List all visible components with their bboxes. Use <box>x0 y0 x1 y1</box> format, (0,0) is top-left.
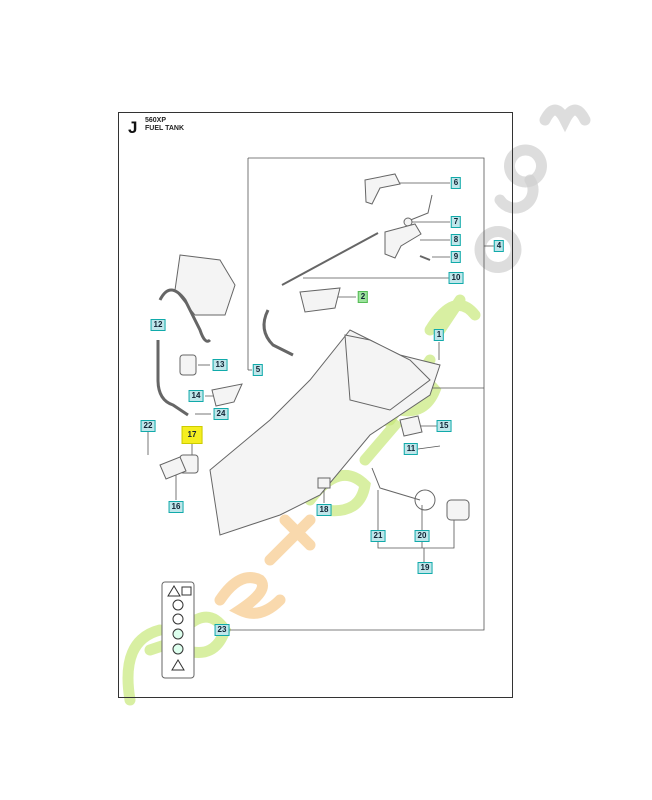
fuel-filter <box>179 354 197 376</box>
callout-part-17[interactable]: 17 <box>181 426 203 444</box>
helmet-icon <box>172 599 184 611</box>
spring-damper <box>159 456 187 480</box>
spring-damper-2 <box>399 415 423 437</box>
callout-part-15[interactable]: 15 <box>436 420 452 432</box>
fuel-pickup <box>371 467 421 501</box>
callout-part-10[interactable]: 10 <box>448 272 464 284</box>
callout-part-18[interactable]: 18 <box>316 504 332 516</box>
no-kickback-icon <box>172 643 184 655</box>
fuel-line <box>156 340 189 417</box>
no-one-hand-icon <box>172 628 184 640</box>
carburetor <box>174 254 236 316</box>
callout-part-7[interactable]: 7 <box>450 216 462 228</box>
bracket-line <box>226 157 485 631</box>
callout-part-21[interactable]: 21 <box>370 530 386 542</box>
impulse-hose <box>158 288 212 343</box>
kickback-warning-icon <box>171 659 185 671</box>
bushing <box>317 477 331 489</box>
callout-part-22[interactable]: 22 <box>140 420 156 432</box>
callout-part-12[interactable]: 12 <box>150 319 166 331</box>
callout-part-19[interactable]: 19 <box>417 562 433 574</box>
throttle-rod <box>407 194 433 222</box>
model-name: 560XP <box>145 117 167 124</box>
diagram-title: 560XP FUEL TANK <box>145 117 184 133</box>
two-hands-icon <box>172 613 184 625</box>
callout-part-13[interactable]: 13 <box>212 359 228 371</box>
warning-label-icons <box>167 585 192 671</box>
callout-part-14[interactable]: 14 <box>188 390 204 402</box>
part-outlines <box>156 173 470 679</box>
heat-shield <box>211 383 243 407</box>
callout-part-2[interactable]: 2 <box>357 291 369 303</box>
diagram-frame <box>118 112 513 698</box>
warning-triangle-icon <box>167 585 181 597</box>
throttle-trigger <box>364 173 401 205</box>
assembly-title: FUEL TANK <box>145 125 185 132</box>
bracket <box>299 287 341 313</box>
callout-part-20[interactable]: 20 <box>414 530 430 542</box>
choke-rod <box>281 232 379 286</box>
cap-seal <box>414 489 436 511</box>
callout-part-1[interactable]: 1 <box>433 329 445 341</box>
section-letter: J <box>128 118 138 137</box>
callout-part-8[interactable]: 8 <box>450 234 462 246</box>
callout-part-5[interactable]: 5 <box>252 364 264 376</box>
manual-book-icon <box>181 586 192 596</box>
callout-part-9[interactable]: 9 <box>450 251 462 263</box>
handle <box>344 334 431 411</box>
fuel-hose <box>262 309 294 357</box>
throttle-lockout <box>384 223 422 259</box>
callout-part-11[interactable]: 11 <box>403 443 419 455</box>
fuel-cap <box>446 499 470 521</box>
callout-part-24[interactable]: 24 <box>213 408 229 420</box>
callout-part-6[interactable]: 6 <box>450 177 462 189</box>
callout-part-4[interactable]: 4 <box>493 240 505 252</box>
callout-part-16[interactable]: 16 <box>168 501 184 513</box>
callout-part-23[interactable]: 23 <box>214 624 230 636</box>
